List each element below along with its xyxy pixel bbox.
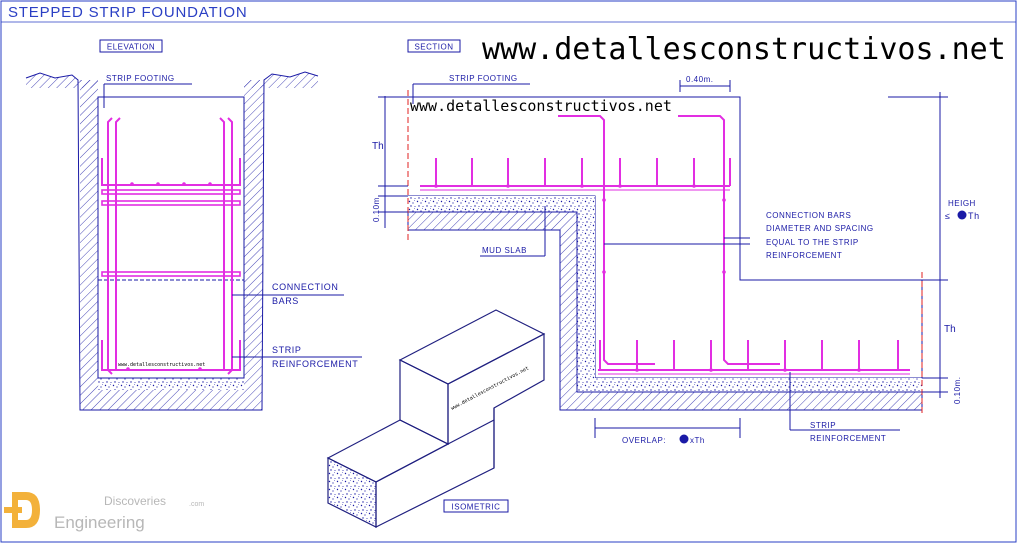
section-dim-010-left: 0.10m. [372,195,381,222]
section-strip-reinf-1: STRIP [810,421,836,430]
iso-front-gravel [328,458,376,527]
section-connection-bar-1 [558,115,655,365]
isometric-label-box [443,499,509,513]
elevation-small-watermark: www.detallesconstructivos.net [118,362,205,368]
section-view: SECTION www.detallesconstructivos.net ww… [372,32,1006,445]
logo-engineering-text: Engineering [54,513,145,532]
elevation-upper-stirrup [101,158,241,186]
elevation-view: ELEVATION www.detallesconstructiv [25,39,362,411]
elevation-lower-stirrup [101,340,241,371]
section-th-bottom-label: Th [944,324,956,335]
height-label-1: HEIGH [948,199,976,208]
height-value-marker [957,210,967,220]
section-label: SECTION [414,43,453,52]
overlap-suffix: xTh [690,436,705,445]
iso-side-face [375,333,545,528]
dim-040-label: 0.40m. [686,75,713,84]
elevation-connection-label-1: CONNECTION [272,282,339,292]
section-dim-010-right: 0.10m. [953,377,962,404]
isometric-label: ISOMETRIC [452,503,501,512]
section-th-top-label: Th [372,141,384,152]
logo-com-text: .com [189,501,204,508]
section-connection-bar-2 [678,115,780,365]
isometric-view: www.detallesconstructivos.net ISOMETRIC [326,309,546,528]
height-prefix: ≤ [945,211,951,221]
logo-discoveries-text: Discoveries [104,494,166,508]
section-conn-label-1: CONNECTION BARS [766,211,851,220]
elevation-label: ELEVATION [107,43,155,52]
section-conn-label-3: EQUAL TO THE STRIP [766,238,859,247]
elevation-mud-slab [98,378,244,390]
discoveries-engineering-logo: Discoveries .com Engineering [4,492,204,532]
iso-small-watermark: www.detallesconstructivos.net [450,365,530,411]
elevation-footing [97,96,245,379]
section-conn-label-2: DIAMETER AND SPACING [766,224,874,233]
section-conn-label-4: REINFORCEMENT [766,251,842,260]
main-watermark: www.detallesconstructivos.net [482,32,1006,67]
section-watermark: www.detallesconstructivos.net [410,97,672,115]
overlap-prefix: OVERLAP: [622,436,666,445]
sheet-title: STEPPED STRIP FOUNDATION [8,4,248,21]
height-suffix: Th [968,211,980,221]
elevation-soil-hatch [80,80,264,410]
section-strip-footing-label: STRIP FOOTING [449,74,518,83]
elevation-strip-footing-label: STRIP FOOTING [106,74,175,83]
overlap-value-marker [679,434,689,444]
section-label-box [407,39,461,53]
elevation-strip-reinf-label-2: REINFORCEMENT [272,359,358,369]
elevation-label-box [99,39,163,53]
mud-slab-label: MUD SLAB [482,246,527,255]
elevation-strip-reinf-label-1: STRIP [272,345,302,355]
elevation-connection-label-2: BARS [272,296,299,306]
section-strip-reinf-2: REINFORCEMENT [810,434,886,443]
